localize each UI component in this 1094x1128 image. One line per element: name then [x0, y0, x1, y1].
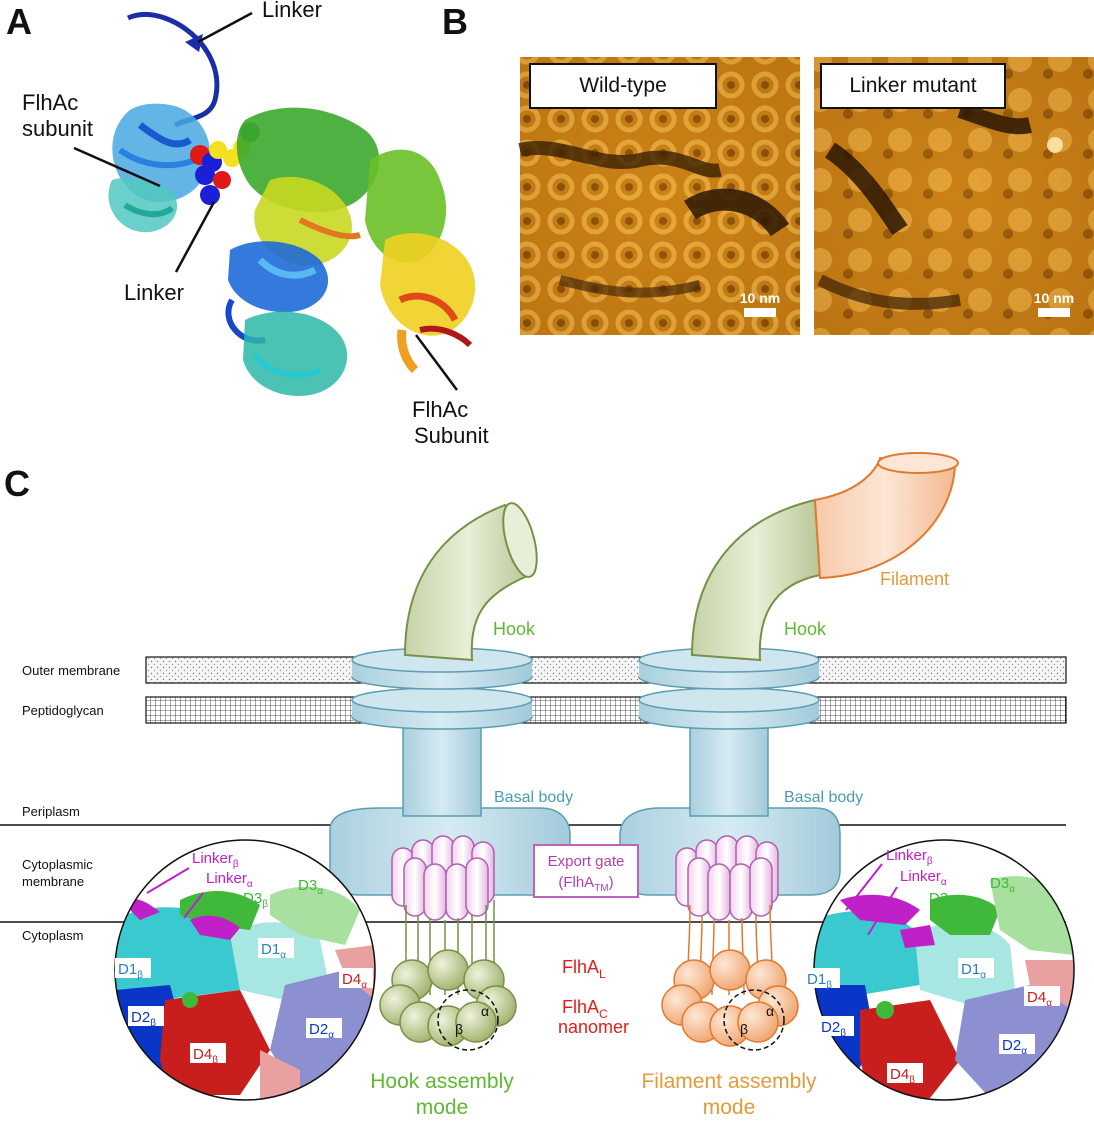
- ring-label-alpha-right: α: [766, 1003, 774, 1019]
- label-flhac-subunit-1-line2: subunit: [22, 116, 93, 141]
- zl-linker-alpha: Linkerα: [206, 870, 253, 890]
- leader-linker-beta-right: [845, 863, 883, 911]
- label-basal-body-left: Basal body: [494, 789, 573, 806]
- label-cytoplasmic-membrane-line1: Cytoplasmic: [22, 857, 93, 872]
- label-hook-left: Hook: [493, 619, 536, 639]
- label-filament-mode-line1: Filament assembly: [641, 1070, 817, 1093]
- afm-scale-bar-right: 10 nm: [1024, 290, 1084, 317]
- flhac-nanomer-right: [661, 949, 799, 1047]
- zl-d1-alpha: D1α: [261, 941, 286, 961]
- afm-label-linker-mutant: Linker mutant: [820, 63, 1006, 109]
- zoom-surface-right: [814, 840, 1074, 1100]
- zr-d2-alpha: D2α: [1002, 1037, 1027, 1057]
- label-hook-mode-line1: Hook assembly: [370, 1070, 514, 1093]
- zl-d2-alpha: D2α: [309, 1021, 334, 1041]
- label-basal-body-right: Basal body: [784, 789, 863, 806]
- zr-d4-beta: D4β: [890, 1066, 915, 1086]
- afm-label-wild-type: Wild-type: [529, 63, 717, 109]
- afm-scale-line-left: [744, 308, 776, 317]
- zl-d4-beta: D4β: [193, 1046, 218, 1066]
- export-gate-cylinders-right: [675, 835, 779, 921]
- label-flhal: FlhAL: [562, 957, 606, 981]
- label-filament-mode-line2: mode: [703, 1096, 756, 1119]
- leader-linker-alpha-right: [867, 886, 898, 936]
- protein-ribbon-structure: [108, 12, 476, 396]
- label-flhac-subunit-2-line2: Subunit: [414, 423, 489, 448]
- label-periplasm: Periplasm: [22, 804, 80, 819]
- afm-scale-text-left: 10 nm: [739, 290, 781, 306]
- zr-d3-alpha: D3α: [990, 875, 1015, 895]
- label-flhac-subunit-2-line1: FlhAc: [412, 397, 468, 422]
- ring-label-beta-right: β: [740, 1021, 748, 1037]
- panel-letter-b: B: [442, 1, 468, 42]
- zr-d4-alpha: D4α: [1027, 989, 1052, 1009]
- nanomer-highlight-left: [437, 989, 499, 1051]
- label-hook-mode-line2: mode: [416, 1096, 469, 1119]
- panel-letter-a: A: [6, 1, 32, 42]
- leader-linker-beta-left: [146, 867, 190, 894]
- label-cytoplasm: Cytoplasm: [22, 928, 83, 943]
- export-gate-cylinders-left: [391, 835, 495, 921]
- hook-left: [403, 502, 538, 662]
- label-linker-top: Linker: [262, 0, 322, 22]
- label-cytoplasmic-membrane-line2: membrane: [22, 874, 84, 889]
- outer-membrane-band: [145, 656, 1067, 684]
- ring-label-alpha-left: α: [481, 1003, 489, 1019]
- afm-scale-text-right: 10 nm: [1033, 290, 1075, 306]
- zr-linker-alpha: Linkerα: [900, 868, 947, 888]
- ring-label-beta-left: β: [455, 1021, 463, 1037]
- label-flhac: FlhAC: [562, 997, 608, 1021]
- zl-d2-beta: D2β: [131, 1009, 156, 1029]
- label-flhac-nanomer: nanomer: [558, 1017, 629, 1037]
- export-gate-box: [533, 844, 639, 898]
- afm-scale-bar-left: 10 nm: [730, 290, 790, 317]
- panel-a-leaders: [73, 11, 459, 391]
- label-hook-right: Hook: [784, 619, 827, 639]
- zl-d3-alpha: D3α: [298, 877, 323, 897]
- zr-d1-beta: D1β: [807, 971, 832, 991]
- label-filament: Filament: [880, 569, 949, 589]
- panel-letter-c: C: [4, 463, 30, 504]
- zr-d2-beta: D2β: [821, 1019, 846, 1039]
- export-gate-line2: (FlhATM): [558, 874, 613, 894]
- basal-body-right: [619, 647, 841, 896]
- zl-d1-beta: D1β: [118, 961, 143, 981]
- label-flhac-subunit-1-line1: FlhAc: [22, 90, 78, 115]
- zr-d3-beta: D3β: [929, 890, 954, 910]
- leader-linker-alpha-left: [183, 892, 204, 919]
- label-linker-bottom: Linker: [124, 280, 184, 305]
- peptidoglycan-band: [145, 696, 1067, 724]
- zr-d1-alpha: D1α: [961, 961, 986, 981]
- zl-d3-beta: D3β: [243, 890, 268, 910]
- label-peptidoglycan: Peptidoglycan: [22, 703, 104, 718]
- afm-scale-line-right: [1038, 308, 1070, 317]
- nanomer-highlight-right: [723, 989, 785, 1051]
- zl-d4-alpha: D4α: [342, 971, 367, 991]
- export-gate-line1: Export gate: [548, 853, 625, 870]
- zl-linker-beta: Linkerβ: [192, 850, 239, 870]
- zr-linker-beta: Linkerβ: [886, 847, 933, 867]
- label-outer-membrane: Outer membrane: [22, 663, 120, 678]
- filament-right: [813, 452, 959, 580]
